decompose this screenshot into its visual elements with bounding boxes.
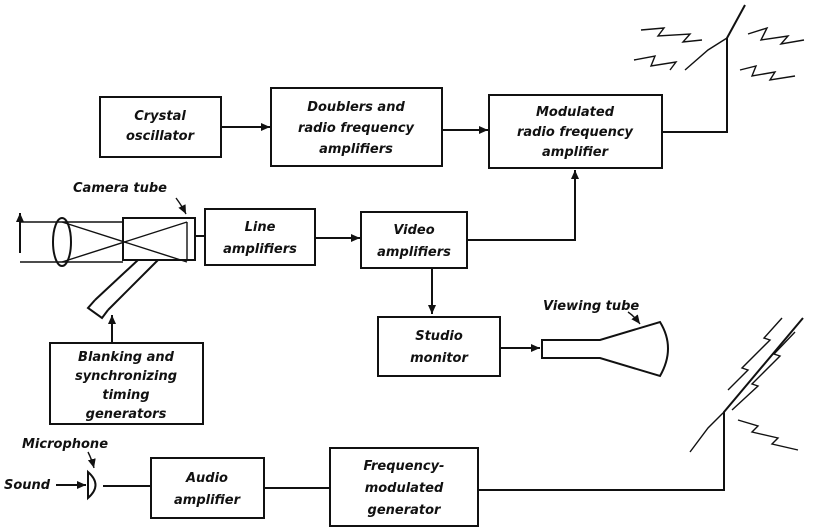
arrow-video-to-modulated — [467, 170, 579, 241]
svg-text:generator: generator — [368, 503, 443, 518]
modulated-rf-amplifier-block: Modulated radio frequency amplifier — [488, 94, 663, 169]
line-amplifiers-block: Line amplifiers — [204, 208, 316, 266]
svg-text:Sound: Sound — [4, 478, 51, 493]
svg-text:Modulated: Modulated — [536, 105, 615, 120]
doublers-rf-amplifiers-block: Doublers and radio frequency amplifiers — [270, 87, 443, 167]
blanking-sync-timing-generators-block: Blanking and synchronizing timing genera… — [49, 342, 204, 425]
audio-amplifier-block: Audio amplifier — [150, 457, 265, 519]
svg-text:Line: Line — [245, 220, 276, 235]
svg-text:Video: Video — [393, 223, 434, 238]
svg-text:monitor: monitor — [410, 351, 469, 366]
sound-input: Sound — [4, 478, 86, 493]
svg-text:generators: generators — [86, 407, 167, 422]
microphone: Microphone — [22, 437, 108, 501]
studio-monitor-block: Studio monitor — [377, 316, 501, 377]
svg-text:Audio: Audio — [185, 471, 228, 486]
svg-text:amplifier: amplifier — [174, 493, 242, 508]
sound-transmit-antenna — [478, 317, 804, 491]
frequency-modulated-generator-block: Frequency- modulated generator — [329, 447, 479, 527]
camera-lens-optics — [16, 213, 188, 267]
svg-text:modulated: modulated — [365, 481, 444, 496]
svg-text:radio frequency: radio frequency — [298, 121, 415, 136]
video-transmit-antenna — [633, 4, 805, 133]
video-amplifiers-block: Video amplifiers — [360, 211, 468, 269]
svg-text:Camera tube: Camera tube — [73, 181, 167, 196]
svg-text:synchronizing: synchronizing — [75, 369, 177, 384]
svg-text:amplifiers: amplifiers — [319, 142, 393, 157]
svg-text:Frequency-: Frequency- — [364, 459, 445, 474]
svg-text:radio frequency: radio frequency — [517, 125, 634, 140]
svg-text:Studio: Studio — [415, 329, 463, 344]
svg-text:Doublers and: Doublers and — [307, 100, 405, 115]
svg-text:timing: timing — [102, 388, 149, 403]
svg-text:oscillator: oscillator — [126, 129, 196, 144]
svg-text:Blanking and: Blanking and — [78, 350, 175, 365]
viewing-tube: Viewing tube — [541, 299, 669, 378]
svg-text:amplifiers: amplifiers — [377, 245, 451, 260]
svg-text:Viewing tube: Viewing tube — [543, 299, 639, 314]
crystal-oscillator-block: Crystal oscillator — [99, 96, 222, 158]
svg-text:amplifiers: amplifiers — [223, 242, 297, 257]
svg-text:Microphone: Microphone — [22, 437, 108, 452]
camera-tube: Camera tube — [73, 181, 196, 320]
svg-text:amplifier: amplifier — [542, 145, 610, 160]
svg-text:Crystal: Crystal — [134, 109, 186, 124]
